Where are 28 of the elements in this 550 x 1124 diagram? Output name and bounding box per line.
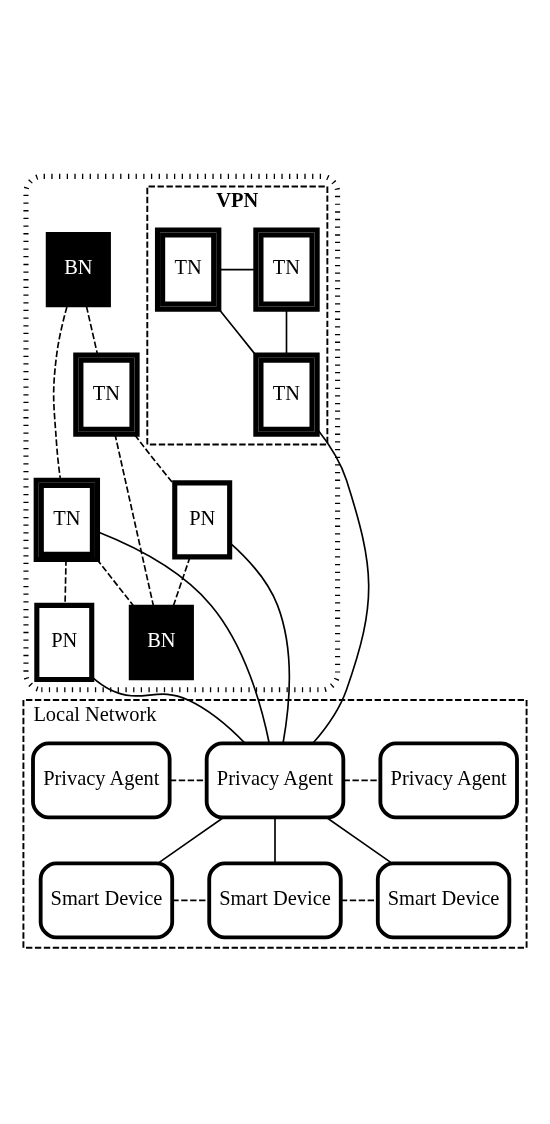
- connector: [114, 433, 155, 606]
- connector: [157, 816, 225, 864]
- cluster: [23, 173, 341, 693]
- connector: [96, 531, 271, 745]
- node-box: TN: [73, 352, 140, 437]
- connector: [325, 816, 393, 864]
- connector: [312, 428, 370, 744]
- connector: [218, 308, 257, 356]
- connector: [172, 556, 191, 607]
- node-box: PN: [172, 480, 233, 560]
- connector: [85, 305, 99, 356]
- node-box: BN: [128, 604, 194, 681]
- node-box: Privacy Agent: [378, 741, 519, 820]
- node-box: Privacy Agent: [204, 741, 346, 820]
- node-box: Smart Device: [375, 861, 512, 940]
- connector: [218, 268, 257, 271]
- node-box: TN: [253, 352, 320, 437]
- node-box: TN: [253, 227, 320, 312]
- node-box: Smart Device: [207, 861, 343, 940]
- connector: [91, 676, 246, 745]
- connector: [285, 308, 288, 356]
- node-box: Smart Device: [38, 861, 175, 940]
- node-box: PN: [34, 602, 95, 683]
- node-box: TN: [154, 227, 222, 312]
- connector: [274, 816, 276, 864]
- node-box: TN: [33, 477, 101, 562]
- node-box: BN: [45, 231, 111, 308]
- node-box: Privacy Agent: [31, 741, 172, 820]
